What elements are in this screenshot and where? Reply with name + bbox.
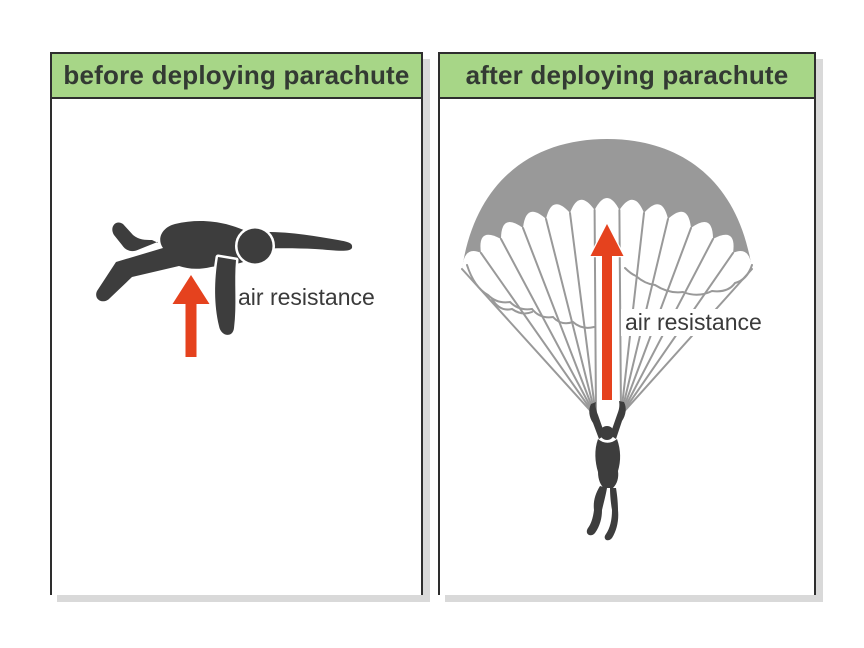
skydiver-figure — [93, 218, 355, 359]
air-resistance-arrow-long — [589, 222, 625, 402]
skydiver-head-icon — [235, 226, 275, 266]
skydiver-arm-dangling-icon — [212, 254, 239, 338]
panel-before-body: air resistance — [52, 99, 421, 595]
air-resistance-arrow-short — [171, 273, 211, 359]
parachutist-figure — [461, 139, 753, 541]
panel-after-body: air resistance — [440, 99, 814, 595]
panel-after-deploying: after deploying parachute — [438, 52, 816, 595]
panel-before-deploying: before deploying parachute air resistanc… — [50, 52, 423, 595]
canopy-skirt — [466, 264, 753, 329]
panel-after-title: after deploying parachute — [440, 54, 814, 99]
air-resistance-label-before: air resistance — [238, 284, 375, 310]
skydiver-back-leg-icon — [109, 219, 174, 254]
skydiver-arm-extended-icon — [254, 229, 355, 254]
panel-before-title: before deploying parachute — [52, 54, 421, 99]
parachutist-body-icon — [586, 401, 626, 541]
air-resistance-label-after: air resistance — [621, 309, 766, 337]
